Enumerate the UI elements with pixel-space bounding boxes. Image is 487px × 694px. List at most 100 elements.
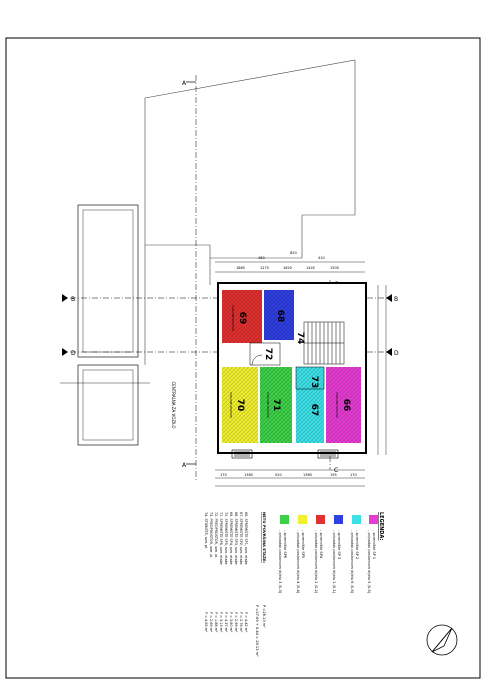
dim-top-1: 1865 bbox=[236, 266, 245, 270]
area-row-value-71: P = 3.13 m² bbox=[219, 612, 223, 633]
dim-bottom-5: 195 bbox=[330, 473, 337, 477]
room-text-66: POSLOVNI PROSTOR bbox=[335, 392, 339, 418]
dimension-chain-top bbox=[215, 261, 365, 273]
section-marker-b-left: B bbox=[62, 294, 75, 303]
dim-bottom-2: 1360 bbox=[244, 473, 253, 477]
room-69 bbox=[222, 290, 262, 343]
area-row-label-74: 74. STUBIŠTE, ozn. pl. bbox=[204, 512, 209, 549]
site-block-lower bbox=[77, 364, 139, 446]
legend: LEGENDA: - spremište SP 1 - pripadak pos… bbox=[278, 512, 384, 594]
legend-swatch-sp5 bbox=[298, 515, 307, 524]
dim-right-1: 460 bbox=[258, 256, 265, 260]
legend-swatch-sp1 bbox=[369, 515, 378, 524]
room-number-68: 68 bbox=[275, 310, 285, 323]
legend-item-sp4-line1: - spremište SP4 bbox=[319, 530, 323, 559]
light-well-left bbox=[231, 449, 253, 459]
dimension-chain-bottom bbox=[215, 469, 365, 487]
room-number-70: 70 bbox=[235, 399, 245, 412]
area-row-label-72: 72. PREDPROSTOR, ozn. pl. bbox=[214, 512, 218, 558]
room-67 bbox=[296, 367, 324, 443]
legend-item-sp4-line2: - pripadak poslovnom dijelu 2 (S-2) bbox=[314, 530, 318, 594]
room-number-66: 66 bbox=[341, 399, 351, 412]
room-number-69: 69 bbox=[237, 312, 247, 325]
svg-text:A: A bbox=[182, 462, 187, 469]
dim-right-2: 410 bbox=[318, 256, 325, 260]
area-title: NETO POVRŠINA ETAŽE: bbox=[262, 512, 267, 563]
legend-swatch-sp2 bbox=[352, 515, 361, 524]
area-row-value-66: P = 4.42 m² bbox=[244, 612, 248, 633]
dimension-chain-right bbox=[377, 285, 387, 455]
dim-right-3: 820 bbox=[290, 251, 297, 255]
legend-item-sp3-line2: - pripadak poslovnom dijelu 1 (S-1) bbox=[332, 530, 336, 594]
legend-item-sp1-line2: - pripadak poslovnom dijelu 5 (S-5) bbox=[367, 530, 371, 594]
section-marker-d-left: D bbox=[62, 348, 76, 357]
legend-item-sp6-line1: - spremište SP6 bbox=[283, 530, 287, 559]
light-well-right bbox=[317, 449, 339, 459]
legend-item-sp3-line1: - spremište SP 3 bbox=[337, 530, 341, 559]
legend-item-sp2-line1: - spremište SP 2 bbox=[355, 530, 359, 559]
legend-swatch-sp6 bbox=[280, 515, 289, 524]
area-row-value-74: P = 4.65 m² bbox=[204, 612, 208, 633]
stair-74 bbox=[303, 321, 345, 365]
dim-top-2: 1275 bbox=[260, 266, 269, 270]
svg-text:B: B bbox=[71, 296, 75, 303]
area-row-value-70: P = 4.37 m² bbox=[224, 612, 228, 633]
legend-item-sp1-line1: - spremište SP 1 bbox=[372, 530, 376, 559]
room-number-73: 73 bbox=[309, 376, 319, 389]
dim-bottom-3: 520 bbox=[275, 473, 282, 477]
dim-bottom-6: 170 bbox=[350, 473, 357, 477]
section-marker-a-top: A bbox=[182, 80, 196, 87]
north-arrow-icon bbox=[426, 624, 458, 656]
area-row-label-68: 68. SPREMIŠTE SP3, ozn. etaže bbox=[234, 512, 239, 565]
area-note: P =27.69 + 0.44 = 28.13 m² bbox=[255, 605, 259, 657]
legend-swatch-sp4 bbox=[316, 515, 325, 524]
room-68 bbox=[264, 290, 294, 340]
svg-text:D: D bbox=[394, 350, 399, 357]
room-number-71: 71 bbox=[271, 399, 281, 412]
lobby-73 bbox=[295, 366, 325, 390]
svg-text:B: B bbox=[394, 296, 398, 303]
area-row-value-73: P = 2.69 m² bbox=[209, 612, 213, 633]
legend-item-sp5-line1: - spremište SP5 bbox=[301, 530, 305, 558]
section-marker-b-right: B bbox=[386, 294, 398, 303]
neighbouring-building-outline bbox=[144, 59, 356, 259]
legend-item-sp2-line2: - pripadak poslovnom dijelu 6 (S-6) bbox=[350, 530, 354, 594]
area-row-value-69: P = 3.80 m² bbox=[229, 612, 233, 633]
site-block-upper bbox=[77, 204, 139, 358]
section-marker-d-right: D bbox=[386, 348, 399, 357]
section-marker-a-bottom: A bbox=[182, 462, 196, 469]
area-row-label-73: 73. PREDPROSTOR, ozn. pl. bbox=[209, 512, 213, 558]
area-row-value-67: P = 2.76 m² bbox=[239, 612, 243, 633]
dim-top-5: 1505 bbox=[330, 266, 339, 270]
area-row-label-66: 66. SPREMIŠTE SP1, ozn. etaže bbox=[244, 512, 249, 565]
legend-swatch-sp3 bbox=[334, 515, 343, 524]
legend-item-sp5-line2: - pripadak poslovnom dijelu 4 (S-4) bbox=[296, 530, 300, 594]
dim-bottom-4: 1360 bbox=[303, 473, 312, 477]
svg-text:D: D bbox=[71, 350, 76, 357]
legend-item-sp6-line2: - pripadak poslovnom dijelu 3 (S-3) bbox=[278, 530, 282, 594]
sheet-frame bbox=[5, 37, 481, 679]
lobby-72 bbox=[249, 342, 281, 366]
svg-text:C: C bbox=[334, 467, 338, 474]
room-number-67: 67 bbox=[309, 404, 319, 417]
dim-bottom-1: 170 bbox=[220, 473, 227, 477]
area-row-value-72: P = 1.88 m² bbox=[214, 612, 218, 633]
area-row-value-68: P = 2.99 m² bbox=[234, 612, 238, 633]
area-row-label-71: 71. SPREMIŠTE SP6, ozn. etaže bbox=[219, 512, 224, 565]
corridor-label: CENTRALNA ZA VOZILO bbox=[171, 381, 176, 428]
room-text-69: POSLOVNI PROSTOR bbox=[231, 305, 235, 331]
room-66 bbox=[326, 367, 361, 443]
area-row-label-70: 70. SPREMIŠTE SP5, ozn. etaže bbox=[224, 512, 229, 565]
room-number-74: 74 bbox=[295, 332, 305, 345]
room-70 bbox=[222, 367, 258, 443]
dim-top-4: 1445 bbox=[306, 266, 315, 270]
section-marker-c-bottom: C bbox=[334, 467, 338, 474]
area-row-label-67: 67. SPREMIŠTE SP2, ozn. etaže bbox=[239, 512, 244, 565]
area-row-label-69: 69. SPREMIŠTE SP4, ozn. etaže bbox=[229, 512, 234, 565]
area-table: NETO POVRŠINA ETAŽE: P =28.13 m² P =27.6… bbox=[204, 512, 267, 657]
svg-text:A: A bbox=[182, 80, 187, 87]
room-text-70: POSLOVNI PROSTOR bbox=[229, 392, 233, 418]
room-text-71: POSLOVNI PROSTOR bbox=[266, 392, 270, 418]
